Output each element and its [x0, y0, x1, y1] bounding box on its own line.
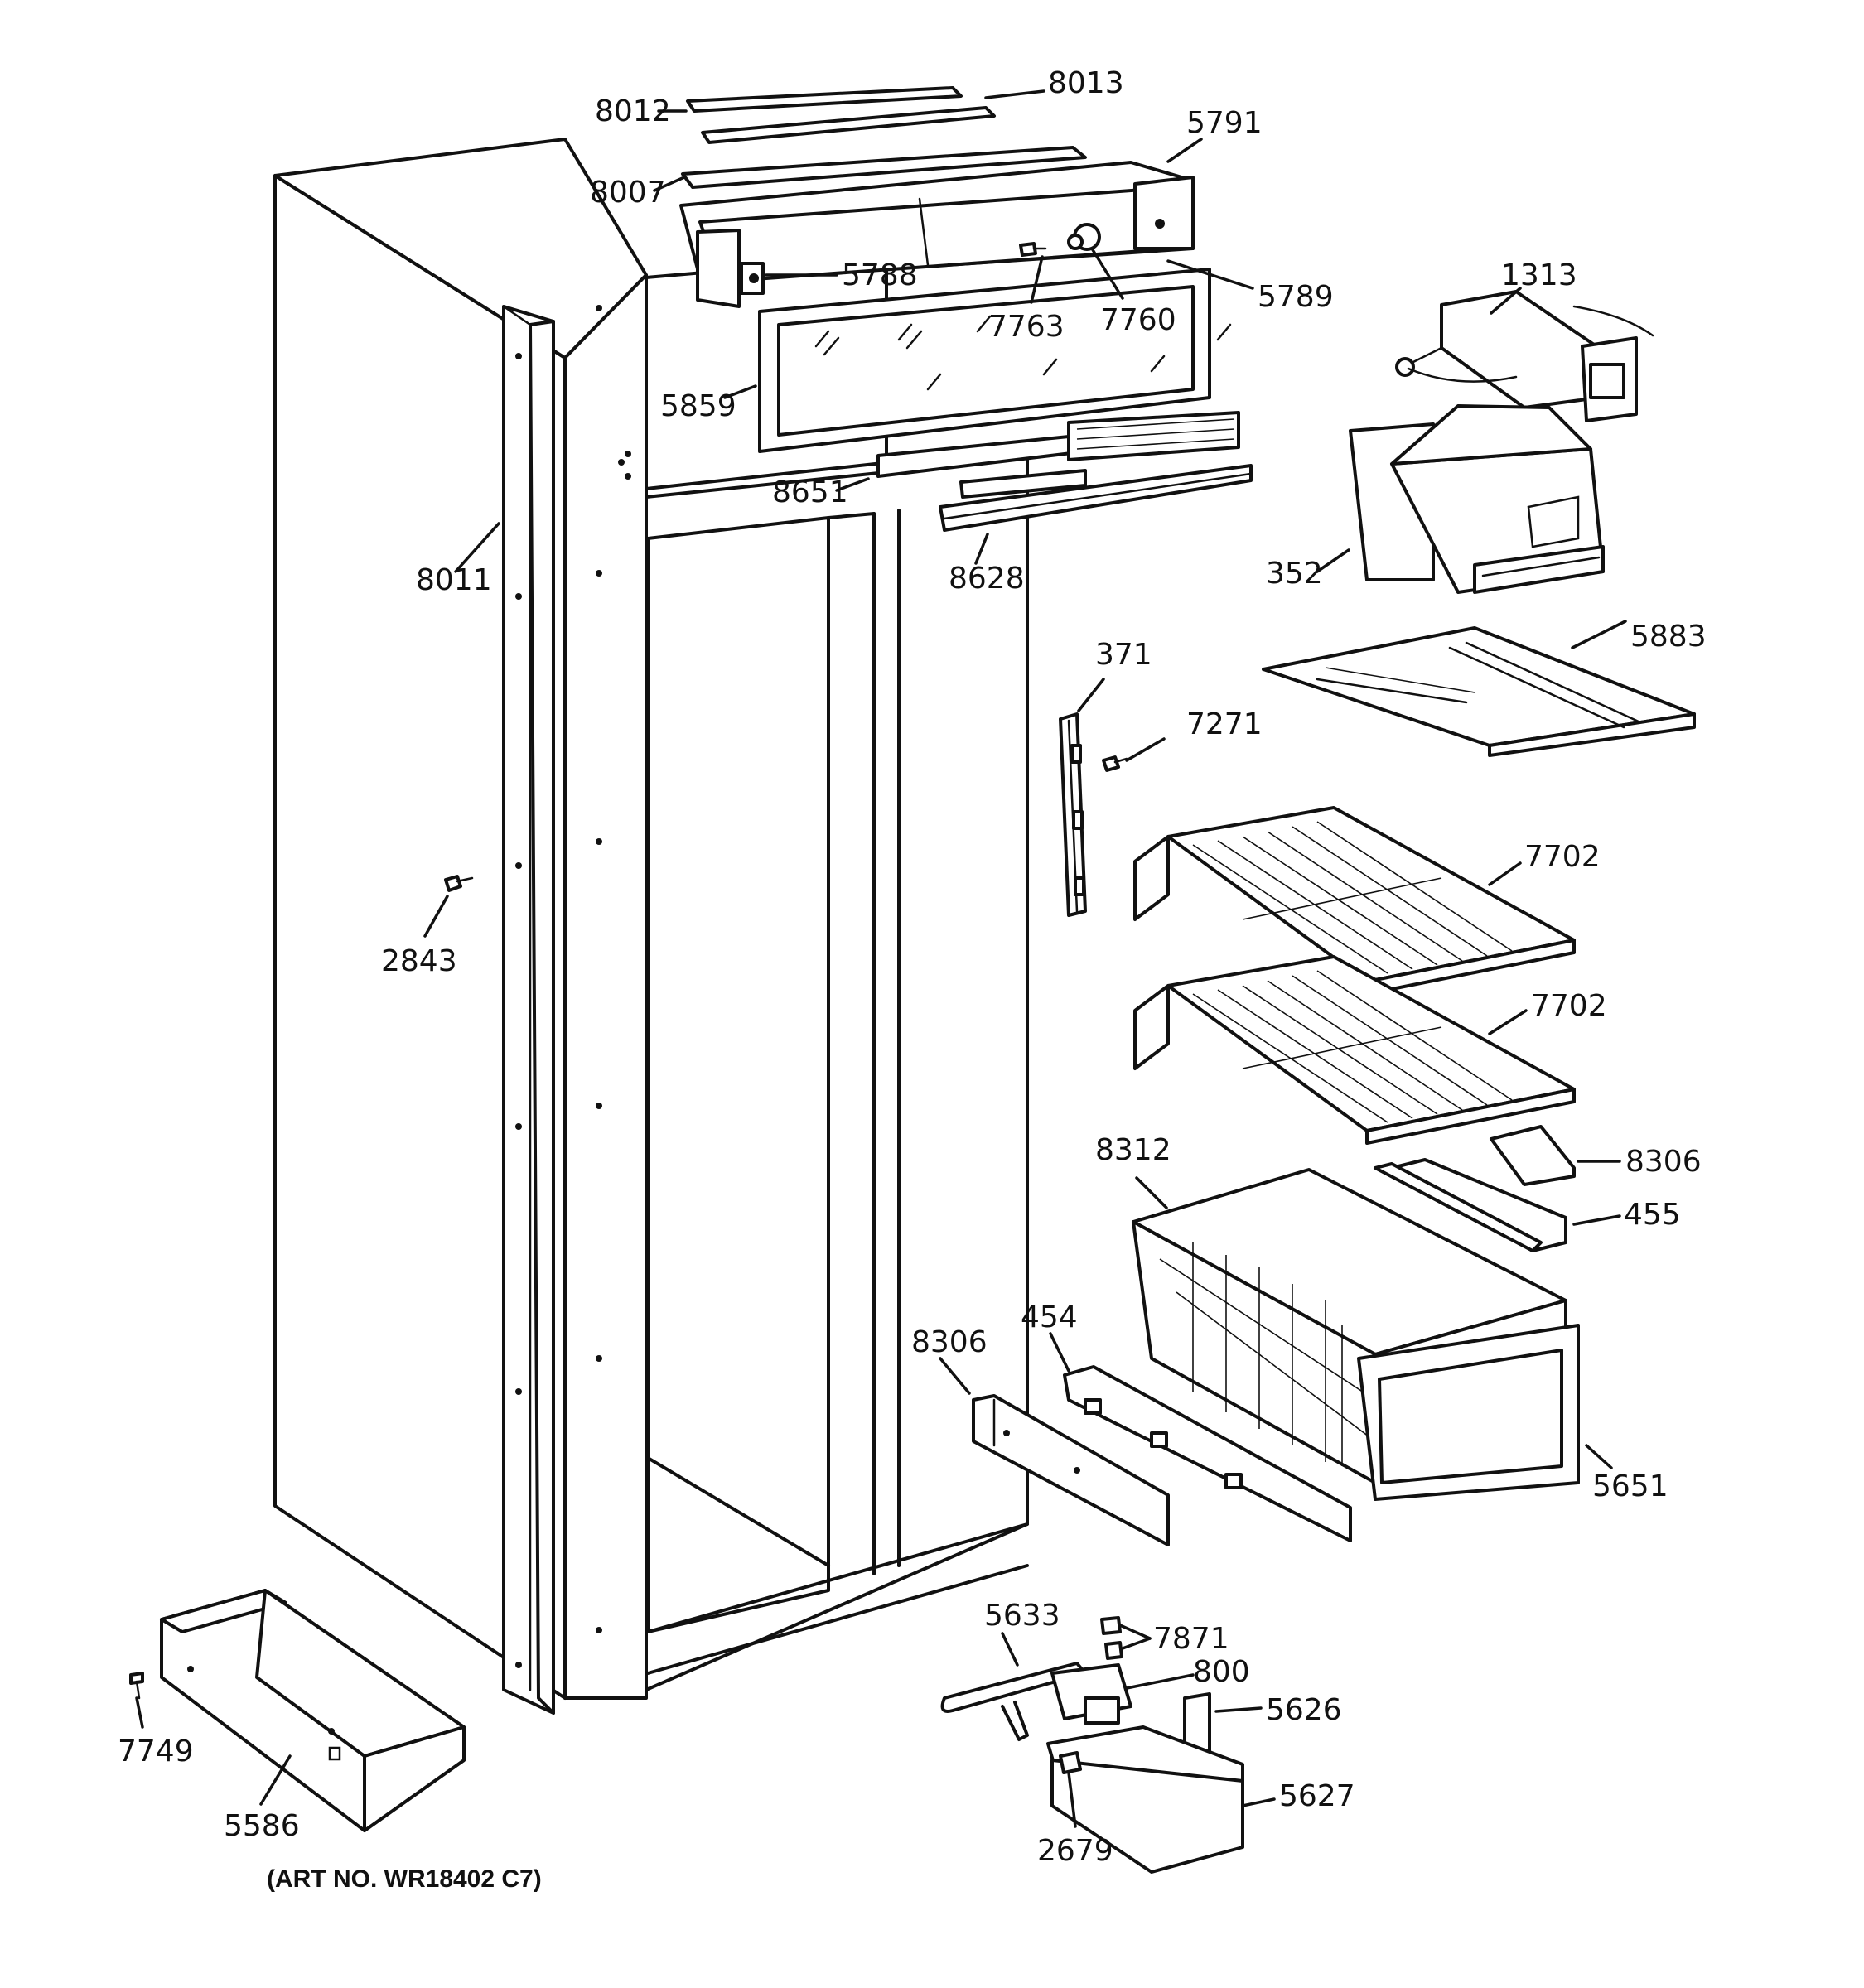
- callout-8007: 8007: [590, 176, 666, 210]
- callout-5633: 5633: [984, 1599, 1060, 1633]
- callout-5626: 5626: [1266, 1693, 1342, 1727]
- callout-7871: 7871: [1153, 1622, 1229, 1656]
- top-hinge-strips: [679, 86, 1195, 308]
- callout-7749: 7749: [118, 1735, 194, 1768]
- callout-8628: 8628: [949, 562, 1025, 596]
- callout-5791: 5791: [1186, 106, 1263, 140]
- leader-lines: [135, 89, 1627, 1828]
- damper-assembly: [940, 1616, 1244, 1874]
- callout-7763: 7763: [988, 310, 1065, 344]
- drawer-slides-right: [1374, 1125, 1576, 1252]
- callout-2679: 2679: [1037, 1834, 1113, 1868]
- glass-panel-5859: [758, 268, 1232, 453]
- part-callouts: 8012 8013 5791 8007 5788 5789 7763 7760 …: [118, 66, 1707, 1868]
- wire-basket-8312: [1132, 1168, 1580, 1501]
- slide-8306-lower: [972, 1394, 1170, 1546]
- callout-5789: 5789: [1258, 280, 1334, 314]
- callout-5627: 5627: [1279, 1779, 1355, 1813]
- callout-5883: 5883: [1630, 620, 1707, 654]
- callout-8651: 8651: [772, 475, 848, 509]
- trim-strip-8011: [502, 305, 555, 1715]
- screw-2843: [444, 875, 474, 892]
- callout-8306-left: 8306: [911, 1325, 988, 1359]
- callout-5651: 5651: [1592, 1469, 1668, 1503]
- callout-1313: 1313: [1501, 258, 1577, 292]
- callout-7702-upper: 7702: [1524, 840, 1601, 874]
- machine-cover-5586: [129, 1589, 466, 1832]
- slide-454: [1063, 1365, 1352, 1542]
- callout-800: 800: [1193, 1655, 1250, 1689]
- callout-5859: 5859: [660, 389, 736, 423]
- callout-8306-right: 8306: [1625, 1145, 1702, 1179]
- refrigerator-cabinet: [273, 138, 1029, 1700]
- ice-bucket-352: [1349, 404, 1605, 594]
- shelf-5883: [1262, 626, 1696, 757]
- shelf-standard-371: [1059, 712, 1128, 917]
- callout-7702-lower: 7702: [1531, 989, 1607, 1023]
- callout-8013: 8013: [1048, 66, 1124, 100]
- callout-2843: 2843: [381, 944, 457, 978]
- lower-trim-8651-8628: [876, 411, 1253, 532]
- callout-371: 371: [1095, 638, 1152, 672]
- ice-maker-1313: [1395, 290, 1654, 422]
- callout-5788: 5788: [842, 258, 918, 292]
- callout-8312: 8312: [1095, 1133, 1171, 1167]
- wire-shelf-7702-lower: [1133, 955, 1576, 1145]
- callout-455: 455: [1624, 1198, 1681, 1232]
- art-number-caption: (ART NO. WR18402 C7): [267, 1865, 542, 1893]
- callout-8012: 8012: [595, 94, 671, 128]
- callout-7271: 7271: [1186, 707, 1263, 741]
- callout-7760: 7760: [1100, 303, 1176, 337]
- callout-5586: 5586: [224, 1809, 300, 1843]
- wire-shelf-7702-upper: [1133, 806, 1576, 996]
- callout-454: 454: [1021, 1300, 1078, 1334]
- callout-352: 352: [1266, 557, 1323, 591]
- callout-8011: 8011: [416, 563, 492, 597]
